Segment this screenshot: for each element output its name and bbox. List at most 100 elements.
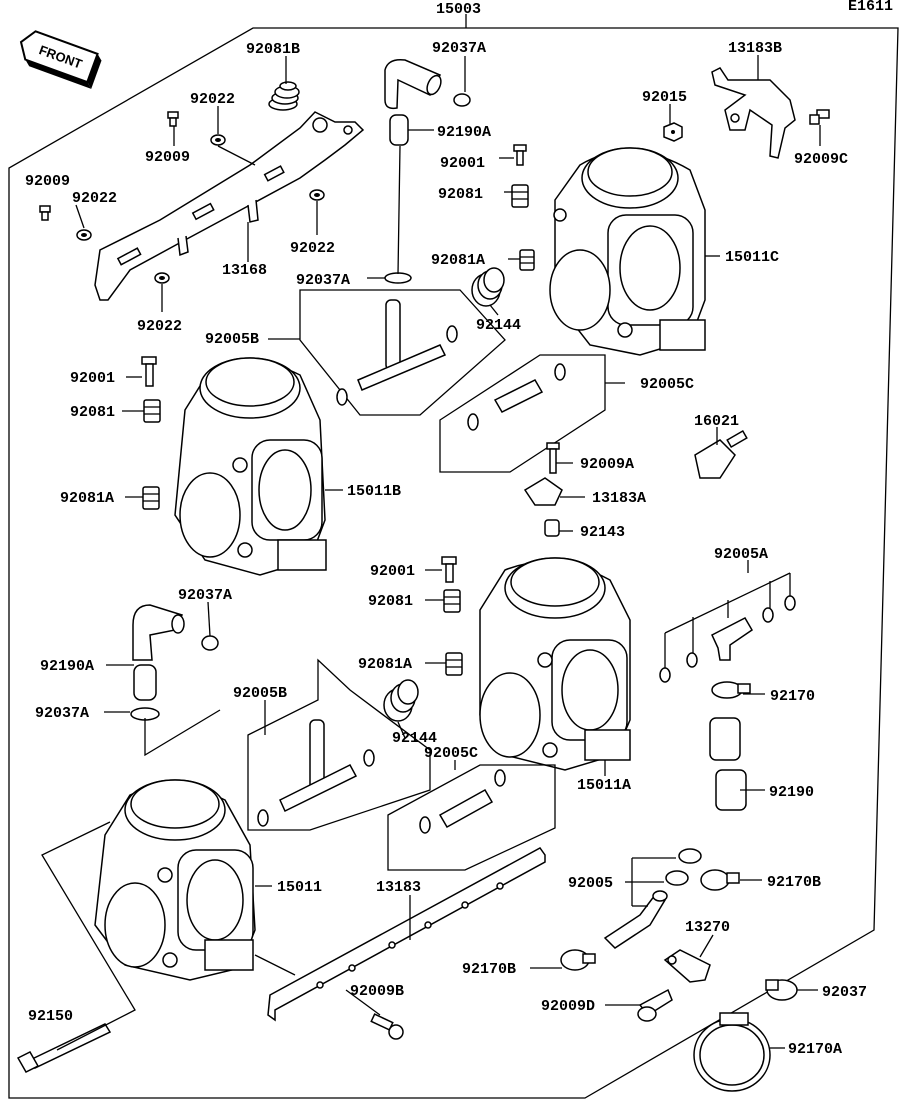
spring-92081A-top	[519, 249, 535, 271]
label-15011A: 15011A	[577, 777, 631, 794]
label-92009C: 92009C	[794, 151, 848, 168]
label-15011: 15011	[277, 879, 322, 896]
label-15003: 15003	[436, 1, 481, 18]
carburetor-15011C	[549, 147, 706, 356]
bracket-13183B	[711, 67, 796, 159]
nut-92015	[663, 122, 683, 142]
front-indicator: FRONT	[19, 30, 102, 89]
bracket-13270	[663, 949, 711, 983]
spring-92081-top	[511, 184, 529, 208]
label-92001-top: 92001	[440, 155, 485, 172]
label-13183A: 13183A	[592, 490, 646, 507]
carburetor-15011	[94, 779, 256, 981]
spring-92081A-left	[142, 486, 160, 510]
label-92001-left: 92001	[70, 370, 115, 387]
label-92022-b: 92022	[72, 190, 117, 207]
label-92081A-left: 92081A	[60, 490, 114, 507]
label-92190A-lower: 92190A	[40, 658, 94, 675]
label-92170B-right: 92170B	[767, 874, 821, 891]
label-92009A: 92009A	[580, 456, 634, 473]
spring-92081-left	[143, 399, 161, 423]
label-92005B-lower: 92005B	[233, 685, 287, 702]
washer-92022-a	[210, 134, 226, 146]
label-92190A-top: 92190A	[437, 124, 491, 141]
hose-92190	[709, 717, 747, 811]
clamp-92037	[765, 979, 798, 1001]
spring-92081A-mid	[445, 652, 463, 676]
label-92009D: 92009D	[541, 998, 595, 1015]
screw-92009A	[546, 442, 560, 474]
label-92005A: 92005A	[714, 546, 768, 563]
label-92022-d: 92022	[137, 318, 182, 335]
part-labels: 15003 92081B 92037A 13183B 92022 92015 9…	[25, 1, 867, 1058]
bar-13183	[267, 847, 546, 1022]
bolt-92150	[16, 1023, 112, 1073]
spring-92081B	[268, 81, 300, 111]
washer-92022-b	[76, 229, 92, 241]
sensor-16021	[694, 430, 748, 479]
label-92170B-left: 92170B	[462, 961, 516, 978]
label-13168: 13168	[222, 262, 267, 279]
washer-92022-c	[309, 189, 325, 201]
label-92190: 92190	[769, 784, 814, 801]
spring-92144-lower	[383, 679, 419, 722]
label-92081-left: 92081	[70, 404, 115, 421]
label-92081A-mid: 92081A	[358, 656, 412, 673]
label-92081-top: 92081	[438, 186, 483, 203]
label-92005B-top: 92005B	[205, 331, 259, 348]
label-92037A-mid: 92037A	[296, 272, 350, 289]
screw-92009-b	[39, 205, 51, 221]
carburetor-15011B	[174, 357, 327, 576]
label-92022-a: 92022	[190, 91, 235, 108]
vent-hose-top	[384, 58, 471, 284]
carburetor-15011A	[479, 557, 631, 771]
label-92009-a: 92009	[145, 149, 190, 166]
label-92005C-top: 92005C	[640, 376, 694, 393]
label-92143: 92143	[580, 524, 625, 541]
fuel-pipe-92005C-lower	[419, 769, 506, 834]
diagram-id: E1611	[848, 0, 893, 15]
front-arrow-shadow-bottom	[25, 59, 92, 89]
clip-13183A	[523, 477, 563, 506]
kit-92005C-lower-outline	[387, 764, 556, 871]
label-15011B: 15011B	[347, 483, 401, 500]
clamp-92170B-right	[700, 869, 740, 891]
label-92037A-lower: 92037A	[178, 587, 232, 604]
label-92009-b: 92009	[25, 173, 70, 190]
spring-92081-mid	[443, 589, 461, 613]
label-92144-lower: 92144	[392, 730, 437, 747]
label-92009B: 92009B	[350, 983, 404, 1000]
label-92081B: 92081B	[246, 41, 300, 58]
label-92081A-top: 92081A	[431, 252, 485, 269]
collar-92143	[544, 519, 560, 537]
screw-92001-mid	[441, 556, 457, 583]
leader-lines	[75, 14, 821, 1049]
label-92015: 92015	[642, 89, 687, 106]
screw-92001-top	[513, 144, 527, 166]
label-92081-mid: 92081	[368, 593, 413, 610]
label-13270: 13270	[685, 919, 730, 936]
label-13183: 13183	[376, 879, 421, 896]
clamp-92170B-left	[560, 949, 596, 971]
label-92037: 92037	[822, 984, 867, 1001]
bracket-13168	[94, 111, 365, 301]
vent-hose-lower	[130, 604, 221, 757]
label-13183B: 13183B	[728, 40, 782, 57]
label-16021: 16021	[694, 413, 739, 430]
screw-92009C	[809, 109, 830, 125]
label-92001-mid: 92001	[370, 563, 415, 580]
assembly-outline	[8, 27, 899, 1099]
spring-92144-top	[471, 267, 505, 307]
label-92005: 92005	[568, 875, 613, 892]
label-92022-c: 92022	[290, 240, 335, 257]
front-arrow-shadow	[87, 53, 102, 89]
fuel-tpipe-92005B-lower	[257, 719, 375, 827]
screw-92009D	[637, 988, 673, 1022]
screw-92009B	[370, 1013, 404, 1040]
washer-92022-d	[154, 272, 170, 284]
label-92170: 92170	[770, 688, 815, 705]
screw-92009-a	[167, 111, 179, 127]
kit-92005C-top-outline	[439, 354, 606, 473]
label-92170A: 92170A	[788, 1041, 842, 1058]
